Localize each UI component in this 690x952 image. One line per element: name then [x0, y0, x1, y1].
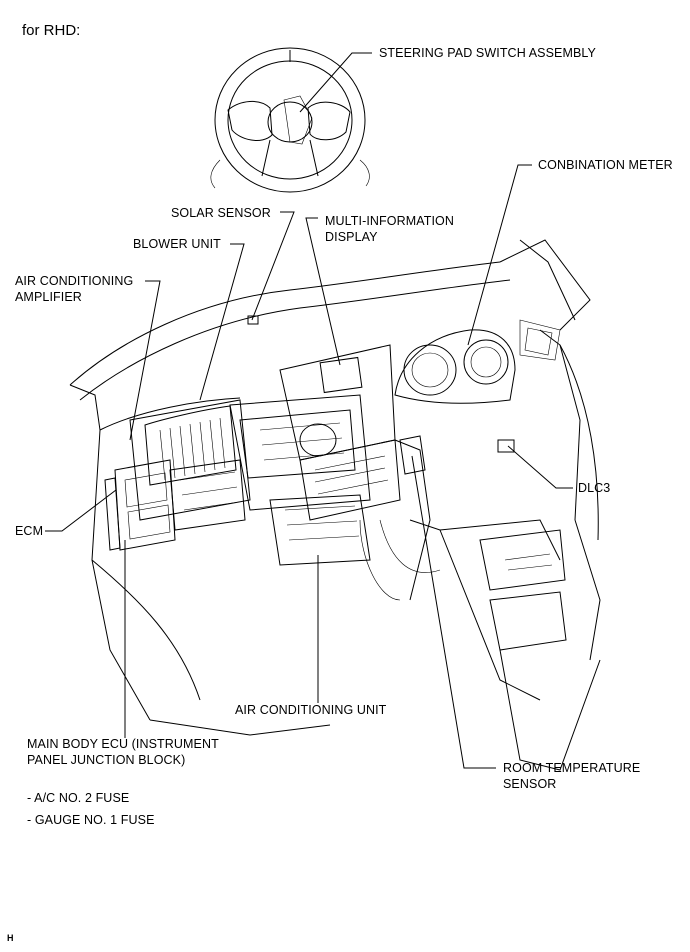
- steering-wheel-inset: [210, 47, 370, 193]
- instrument-cluster: [394, 329, 516, 404]
- label-solar-sensor: SOLAR SENSOR: [171, 206, 271, 220]
- label-room-temp-sensor-2: SENSOR: [503, 777, 557, 791]
- label-ac-amplifier-1: AIR CONDITIONING: [15, 274, 134, 288]
- label-blower-unit: BLOWER UNIT: [133, 237, 221, 251]
- ecm-junction-block: [104, 459, 176, 551]
- label-dlc3: DLC3: [578, 481, 611, 495]
- label-multi-info-display-2: DISPLAY: [325, 230, 378, 244]
- label-main-body-ecu-2: PANEL JUNCTION BLOCK): [27, 753, 186, 767]
- label-ecm: ECM: [15, 524, 44, 538]
- solar-sensor-part: [247, 315, 259, 325]
- label-steering-pad-switch: STEERING PAD SWITCH ASSEMBLY: [379, 46, 596, 60]
- label-ac-unit: AIR CONDITIONING UNIT: [235, 703, 387, 717]
- label-fuse-ac: - A/C NO. 2 FUSE: [27, 791, 130, 805]
- label-room-temp-sensor-1: ROOM TEMPERATURE: [503, 761, 641, 775]
- hvac-assembly: [129, 394, 371, 566]
- cabin-outline: [69, 239, 601, 736]
- corner-mark: H: [7, 933, 14, 943]
- dlc3-part: [497, 439, 515, 453]
- center-console: [279, 344, 601, 771]
- room-temp-sensor-part: [399, 435, 426, 475]
- leader-lines: [45, 52, 573, 769]
- label-main-body-ecu-1: MAIN BODY ECU (INSTRUMENT: [27, 737, 219, 751]
- diagram-heading: for RHD:: [22, 22, 81, 39]
- label-multi-info-display-1: MULTI-INFORMATION: [325, 214, 455, 228]
- label-fuse-gauge: - GAUGE NO. 1 FUSE: [27, 813, 155, 827]
- label-combination-meter: CONBINATION METER: [538, 158, 673, 172]
- label-ac-amplifier-2: AMPLIFIER: [15, 290, 82, 304]
